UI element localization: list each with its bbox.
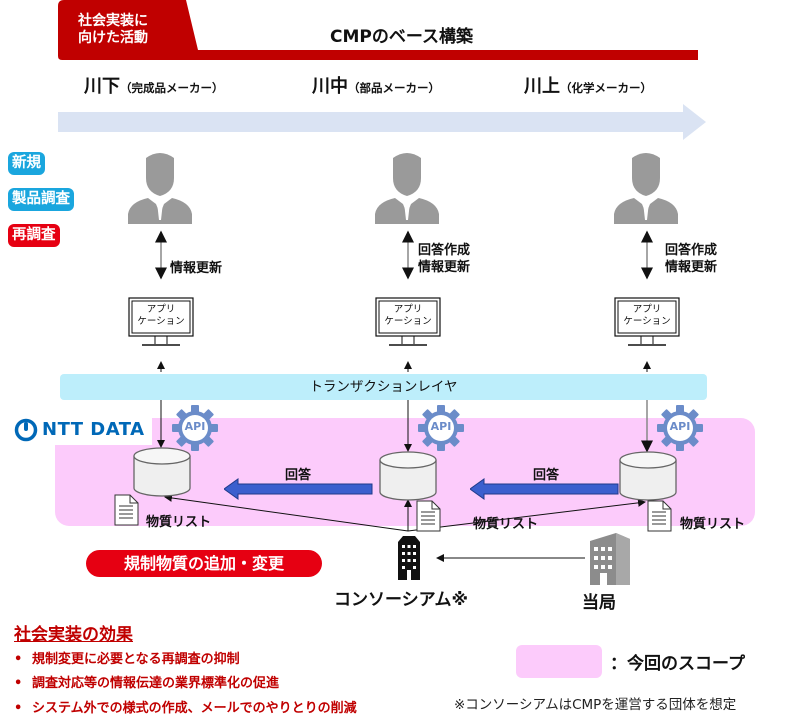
stage-name: 川下 bbox=[84, 76, 120, 97]
api-label: API bbox=[669, 420, 691, 433]
ntt-data-logo-text: NTT DATA bbox=[42, 419, 145, 440]
answer-label-left: 回答 bbox=[285, 468, 312, 483]
app-line-1: アプリ bbox=[393, 304, 423, 315]
answer-arrow-left bbox=[224, 478, 373, 500]
stage-sub: （部品メーカー） bbox=[348, 81, 440, 95]
action-label-downstream: 情報更新 bbox=[170, 260, 222, 277]
effect-text: 規制変更に必要となる再調査の抑制 bbox=[32, 652, 240, 667]
app-label: アプリ ケーション bbox=[380, 304, 436, 328]
api-gear-midstream: API bbox=[418, 405, 464, 455]
consortium-label: コンソーシアム※ bbox=[334, 590, 468, 610]
action-answer: 回答作成 bbox=[665, 243, 718, 258]
substance-list-label: 物質リスト bbox=[146, 515, 212, 530]
action-update: 情報更新 bbox=[418, 260, 471, 275]
application-monitor-upstream: アプリ ケーション bbox=[614, 297, 680, 351]
application-monitor-midstream: アプリ ケーション bbox=[375, 297, 441, 351]
app-line-1: アプリ bbox=[146, 304, 176, 315]
badge-resurvey: 再調査 bbox=[8, 224, 60, 247]
api-gear-upstream: API bbox=[657, 405, 703, 455]
flow-arrow bbox=[58, 104, 706, 140]
badge-new: 新規 bbox=[8, 152, 45, 175]
header-tab-label: 社会実装に 向けた活動 bbox=[78, 13, 148, 47]
header-tab-shape bbox=[58, 0, 698, 60]
effects-title: 社会実装の効果 bbox=[14, 625, 133, 645]
transaction-layer: トランザクションレイヤ bbox=[60, 374, 707, 400]
monitor-icon bbox=[375, 297, 441, 346]
tab-line-1: 社会実装に bbox=[78, 13, 148, 29]
effect-item: • 規制変更に必要となる再調査の抑制 bbox=[14, 648, 240, 667]
answer-arrow-right bbox=[470, 478, 619, 500]
action-update: 情報更新 bbox=[170, 261, 223, 276]
substance-list-label: 物質リスト bbox=[680, 517, 746, 532]
bullet: • bbox=[14, 676, 23, 691]
application-monitor-downstream: アプリ ケーション bbox=[128, 297, 194, 351]
document-icon bbox=[416, 500, 441, 532]
action-label-upstream: 回答作成 情報更新 bbox=[665, 242, 717, 276]
stage-sub: （化学メーカー） bbox=[560, 81, 652, 95]
database-icon-midstream bbox=[379, 451, 437, 501]
person-icon bbox=[614, 153, 678, 224]
effect-text: 調査対応等の情報伝達の業界標準化の促進 bbox=[32, 676, 280, 691]
badge-product-survey: 製品調査 bbox=[8, 188, 74, 211]
app-line-2: ケーション bbox=[384, 316, 432, 327]
app-line-1: アプリ bbox=[632, 304, 662, 315]
tab-line-2: 向けた活動 bbox=[78, 30, 148, 46]
app-label: アプリ ケーション bbox=[619, 304, 675, 328]
building-icon-authority bbox=[590, 533, 630, 585]
app-line-2: ケーション bbox=[137, 316, 185, 327]
footnote: ※コンソーシアムはCMPを運営する団体を想定 bbox=[454, 697, 737, 713]
authority-label: 当局 bbox=[582, 593, 616, 613]
api-gear-downstream: API bbox=[172, 405, 218, 455]
stage-midstream: 川中（部品メーカー） bbox=[312, 72, 440, 98]
substance-list-label: 物質リスト bbox=[473, 517, 539, 532]
monitor-icon bbox=[614, 297, 680, 346]
document-icon bbox=[647, 500, 672, 532]
monitor-icon bbox=[128, 297, 194, 346]
stage-sub: （完成品メーカー） bbox=[120, 81, 224, 95]
action-label-midstream: 回答作成 情報更新 bbox=[418, 242, 470, 276]
legend-scope-swatch bbox=[516, 645, 602, 678]
api-label: API bbox=[430, 420, 452, 433]
action-answer: 回答作成 bbox=[418, 243, 471, 258]
stage-name: 川上 bbox=[524, 76, 560, 97]
bullet: • bbox=[14, 701, 23, 716]
api-gear-icon bbox=[418, 405, 464, 451]
effect-item: • システム外での様式の作成、メールでのやりとりの削減 bbox=[14, 697, 357, 716]
transaction-layer-label: トランザクションレイヤ bbox=[309, 379, 458, 395]
stage-upstream: 川上（化学メーカー） bbox=[524, 72, 652, 98]
database-icon-downstream bbox=[133, 447, 191, 497]
api-gear-icon bbox=[172, 405, 218, 451]
app-line-2: ケーション bbox=[623, 316, 671, 327]
person-icon bbox=[128, 153, 192, 224]
person-icon bbox=[375, 153, 439, 224]
effect-text: システム外での様式の作成、メールでのやりとりの削減 bbox=[32, 701, 357, 716]
document-icon bbox=[114, 494, 139, 526]
regulation-change-pill: 規制物質の追加・変更 bbox=[86, 550, 322, 577]
building-icon-consortium bbox=[398, 536, 420, 580]
ntt-data-logo-icon bbox=[14, 418, 38, 442]
api-label: API bbox=[184, 420, 206, 433]
effect-item: • 調査対応等の情報伝達の業界標準化の促進 bbox=[14, 672, 279, 691]
database-icon-upstream bbox=[619, 451, 677, 501]
api-gear-icon bbox=[657, 405, 703, 451]
legend-scope-label: ：今回のスコープ bbox=[610, 654, 745, 674]
stage-downstream: 川下（完成品メーカー） bbox=[84, 72, 224, 98]
header-title: CMPのベース構築 bbox=[330, 27, 474, 47]
answer-label-right: 回答 bbox=[533, 468, 560, 483]
action-update: 情報更新 bbox=[665, 260, 718, 275]
stage-name: 川中 bbox=[312, 76, 348, 97]
bullet: • bbox=[14, 652, 23, 667]
app-label: アプリ ケーション bbox=[133, 304, 189, 328]
